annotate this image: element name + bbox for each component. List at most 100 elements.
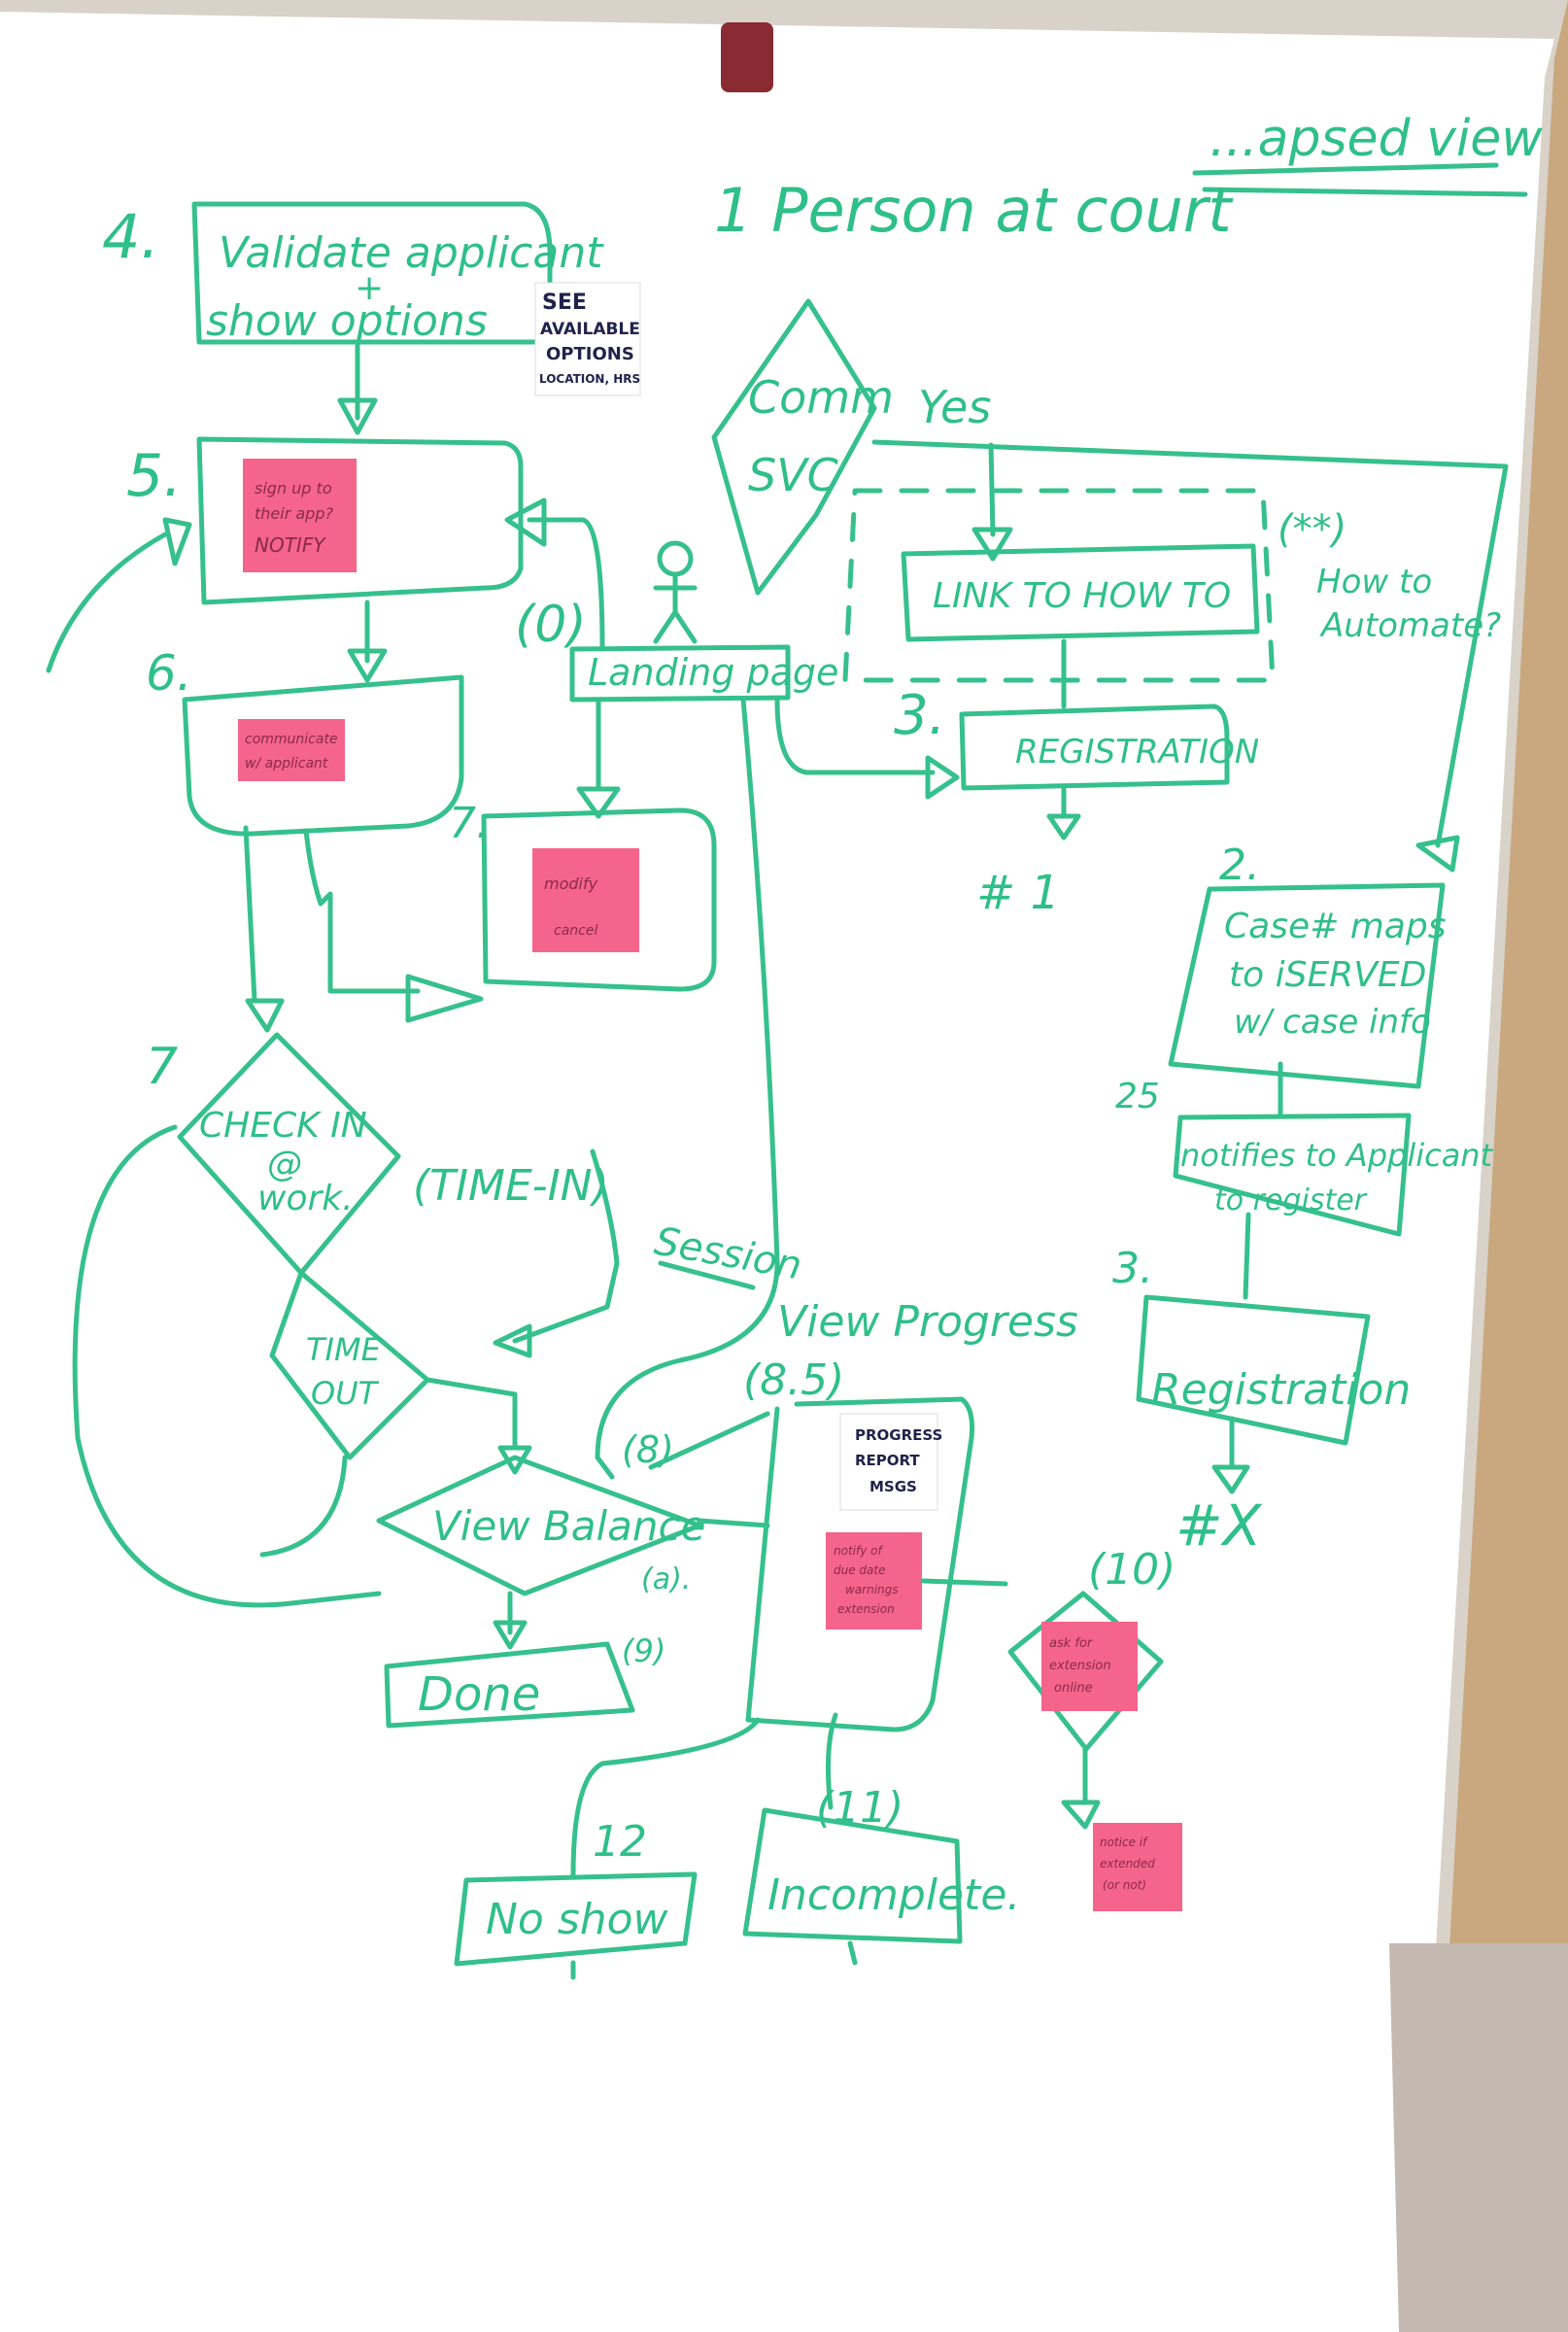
sticky-text: online [1054,1681,1093,1696]
sticky-note-pink [243,459,357,572]
sticky-note-pink [238,719,345,781]
step-25-box [1173,1113,1412,1237]
step-4-number: 4. [102,201,159,272]
sticky-text: NOTIFY [255,533,326,557]
step-7a-box [481,807,717,992]
sticky-text: sign up to [255,479,332,497]
sticky-text: their app? [255,504,333,523]
step-8-number: (8) [622,1428,674,1471]
arrow-landing-to-view-balance [595,697,780,1480]
step-5-number: 5. [126,442,182,510]
link-how-to-box[interactable] [901,543,1260,642]
stick-figure-body [653,571,698,644]
sticky-text: extension [1049,1659,1111,1673]
header-label: ...apsed view [1210,110,1543,168]
automation-note-2: Automate? [1319,606,1501,645]
step-6-box [182,674,464,837]
arrow-balance-to-done [493,1591,528,1650]
header-underline [1192,162,1528,197]
floor [1389,1943,1568,2332]
check-in-text-2: @ [267,1145,302,1184]
step-8-sub: (a). [641,1562,691,1596]
registration-outcome: # 1 [976,866,1060,920]
sticky-text: communicate [245,732,338,747]
arrow-registration-outcome [1046,785,1081,840]
arrow-landing-to-registration [774,697,960,800]
session-loop [493,1149,620,1358]
step-4-plus: + [355,268,384,308]
landing-page-box[interactable] [569,644,791,703]
step-85-number: (8.5) [743,1355,844,1405]
check-in-text-1: CHECK IN [199,1106,367,1146]
sticky-text: w/ applicant [245,756,328,772]
arrow-yes-to-link [971,442,1013,562]
note-text: PROGRESS [855,1426,942,1444]
magnet-pin-icon [721,22,773,92]
arrow-5-to-6 [347,600,388,683]
sticky-text: modify [544,874,598,893]
check-in-text-3: work. [257,1179,354,1218]
sticky-note-pink [1093,1823,1182,1911]
sticky-text: notice if [1100,1835,1148,1849]
done-label: Done [418,1667,540,1722]
step-2-text-3: w/ case info [1234,1003,1431,1042]
automation-note-1: How to [1316,563,1432,601]
step-2-number: 2. [1219,840,1260,890]
arrow-progress-to-incomplete [825,1712,838,1810]
time-out-text-1: TIME [306,1331,382,1368]
step-6-number: 6. [146,645,192,702]
note-text: AVAILABLE [540,320,640,339]
note-text: MSGS [869,1478,917,1495]
step-9-number: (9) [622,1632,665,1669]
arrow-landing-to-7 [576,699,621,819]
sticky-note-pink [826,1532,922,1629]
sticky-text: extended [1100,1857,1155,1870]
step-25-text-1: notifies to Applicant [1180,1137,1494,1174]
arrow-balance-to-progress [648,1411,770,1528]
arrow-landing-to-5 [504,497,605,652]
link-how-to-label: LINK TO HOW TO [933,576,1231,616]
step-4-text-1: Validate applicant [219,228,604,278]
step-25-text-2: to register [1214,1183,1368,1217]
sticky-text: cancel [554,923,597,939]
step-2-box [1168,882,1446,1089]
view-progress-box[interactable] [745,1396,974,1732]
step-7b-number: 7 [146,1038,178,1096]
comm-svc-text-1: Comm [748,371,894,424]
incomplete-label: Incomplete. [767,1870,1020,1920]
no-show-label: No show [486,1895,669,1944]
note-text: OPTIONS [546,344,634,364]
step-4-text-2: show options [206,296,488,346]
view-balance-diamond[interactable] [376,1455,702,1596]
automation-marker: (**) [1278,507,1346,552]
step-25-number: 25 [1115,1077,1160,1116]
session-underline [658,1260,756,1290]
sticky-note-pink [532,848,639,952]
step-12-number: 12 [593,1817,647,1867]
step-3b-number: 3. [1112,1244,1153,1293]
arrow-4-to-5 [337,339,378,435]
arrow-extension-to-notice [1061,1746,1101,1830]
time-in-label: (TIME-IN) [413,1161,609,1211]
note-text: LOCATION, HRS [539,372,640,386]
loop-timeout [259,1455,348,1558]
comm-svc-yes: Yes [918,381,991,433]
arrow-registration-2-outcome [1211,1416,1250,1494]
arrow-progress-to-extension [920,1578,1008,1587]
sticky-text: notify of [834,1544,883,1558]
time-out-diamond [269,1270,430,1460]
step-2-text-2: to iSERVED [1229,955,1426,995]
sticky-note-progress-report [839,1413,938,1511]
arrow-6-to-7 [303,828,484,1023]
incomplete-box [742,1807,963,1944]
registration-2-outcome: #X [1176,1492,1263,1559]
note-text: REPORT [855,1452,920,1469]
done-box [384,1641,635,1729]
step-5-box [196,436,524,605]
sticky-text: due date [834,1563,885,1577]
diagram-title: 1 Person at court [714,175,1234,246]
arrow-into-5 [46,517,192,673]
sticky-text: (or not) [1103,1878,1146,1892]
registration-2-label: Registration [1151,1365,1411,1415]
no-show-box [454,1871,698,1967]
